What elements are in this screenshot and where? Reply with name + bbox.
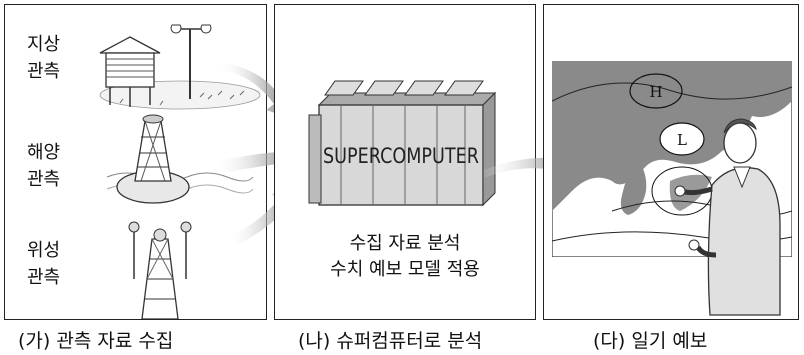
- weather-presenter-icon: [674, 118, 781, 316]
- caption-supercomputer-analysis: (나) 슈퍼컴퓨터로 분석: [298, 330, 483, 352]
- analysis-text-line1: 수집 자료 분석: [349, 233, 461, 254]
- satellite-observation-label: 위성 관측: [27, 240, 61, 288]
- peninsula-shape: [620, 159, 647, 215]
- ocean-buoy-icon: [106, 114, 254, 204]
- supercomputer-panel: SUPERCOMPUTER 수집 자료 분석 수치 예보 모델 적용: [274, 4, 536, 320]
- forecast-panel: H L: [543, 4, 799, 320]
- low-pressure-label: L: [677, 131, 687, 149]
- low-pressure-isobar: [659, 122, 705, 156]
- caption-data-collection: (가) 관측 자료 수집: [18, 330, 174, 352]
- satellite-tower-icon: [128, 221, 192, 319]
- supercomputer-label: SUPERCOMPUTER: [323, 144, 479, 168]
- caption-weather-forecast: (다) 일기 예보: [593, 330, 708, 352]
- high-pressure-isobar: [629, 73, 683, 109]
- high-pressure-label: H: [649, 83, 662, 101]
- ocean-observation-label: 해양 관측: [27, 142, 61, 190]
- weather-station-icon: [99, 24, 261, 110]
- flow-arrow-forecast: [484, 150, 574, 178]
- arrow-ocean: [216, 144, 298, 174]
- analysis-text-line2: 수치 예보 모델 적용: [330, 259, 480, 280]
- ground-observation-label: 지상 관측: [27, 34, 61, 82]
- supercomputer-icon: SUPERCOMPUTER: [308, 80, 497, 207]
